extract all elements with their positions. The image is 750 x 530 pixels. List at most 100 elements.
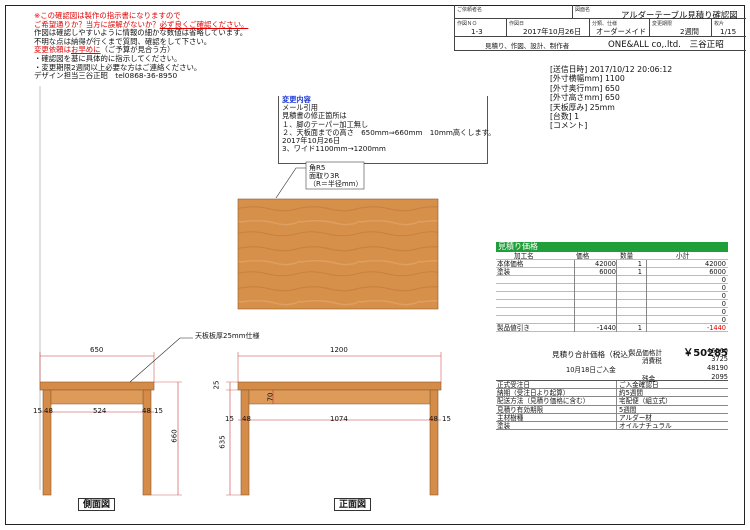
- condition-row: 塗装オイルナチュラル: [496, 422, 728, 431]
- cell-qty: [616, 308, 642, 316]
- instruction-notes: ※この確認図は製作の指示書になりますので ご希望通りか？当方に誤解がないか？必ず…: [34, 11, 279, 81]
- customer-cell: ご依頼者名: [455, 5, 573, 19]
- cell-qty: 1: [637, 268, 642, 276]
- condition-row: 配送方法（見積り価格に含む）宅配便（組立式）: [496, 397, 728, 406]
- cell-price: 42000: [595, 260, 616, 268]
- cell-qty: 1: [637, 260, 642, 268]
- tax-label: 消費税: [642, 357, 662, 365]
- cell-subtotal: 0: [721, 300, 726, 308]
- order-line: [天板厚み] 25mm: [550, 102, 615, 112]
- condition-row: 正式受注日ご入金確認日: [496, 381, 728, 390]
- cell-item: 製品値引き: [497, 324, 530, 332]
- cell-subtotal: 6000: [709, 268, 726, 276]
- order-line: [送信日時] 2017/10/12 20:06:12: [550, 65, 673, 74]
- balance-value: 2095: [711, 373, 728, 381]
- cell-price: [574, 316, 616, 324]
- table-row: 0: [496, 276, 728, 284]
- cell-item: [497, 308, 572, 316]
- side-top-plate: [39, 381, 155, 391]
- note-line: ※この確認図は製作の指示書になりますので: [34, 11, 181, 20]
- change-header: 変更内容: [282, 95, 311, 104]
- side-view-label: 側面図: [78, 498, 116, 511]
- order-conditions: 正式受注日ご入金確認日 納期（受注日より起算）約5週間 配送方法（見積り価格に含…: [496, 380, 728, 431]
- front-apron: [248, 389, 431, 405]
- front-view-label: 正面図: [334, 498, 372, 511]
- cell-price: [574, 284, 616, 292]
- cell-subtotal: 0: [721, 292, 726, 300]
- cell-price: [574, 300, 616, 308]
- condition-row: 主材樹種アルダー材: [496, 413, 728, 422]
- cell-price: [574, 276, 616, 284]
- deadline-cell: 変更期限 2週間: [650, 19, 712, 37]
- change-line: 3、ワイド1100mm→1200mm: [282, 144, 386, 154]
- cell-price: [574, 308, 616, 316]
- dim-front-offset-left: 15: [225, 415, 234, 423]
- table-row: 0: [496, 308, 728, 316]
- dim-side-inner: 524: [93, 407, 107, 415]
- cell-price: 6000: [599, 268, 616, 276]
- balance-label: 残金: [642, 375, 656, 383]
- top-callout-leader: [275, 167, 306, 199]
- table-row: 0: [496, 300, 728, 308]
- cell-item: [497, 284, 572, 292]
- side-apron: [50, 389, 144, 405]
- cell-qty: [616, 276, 642, 284]
- cell-qty: [616, 292, 642, 300]
- dim-front-offset-right: 15: [442, 415, 451, 423]
- order-line: [台数] 1: [550, 112, 580, 122]
- dim-front-width: 1200: [330, 346, 348, 354]
- cell-qty: [616, 316, 642, 324]
- dim-side-offset-left: 15: [33, 407, 42, 415]
- front-leg-right: [429, 389, 439, 496]
- dim-side-height: 660: [170, 429, 179, 443]
- cell-subtotal: 0: [721, 284, 726, 292]
- dim-side-leg-left: 48: [44, 407, 53, 415]
- grand-total-label: 見積り合計価格（税込）: [552, 350, 636, 359]
- cell-subtotal: 0: [721, 316, 726, 324]
- condition-row: 納期（受注日より起算）約5週間: [496, 389, 728, 398]
- cell-qty: [616, 300, 642, 308]
- side-callout-leader: [129, 337, 193, 383]
- deposit-label: 10月18日ご入金: [566, 366, 616, 374]
- side-callout-text: 天板板厚25mm仕様: [195, 332, 260, 340]
- side-view: [39, 337, 193, 496]
- drawno-cell: 作図ＮＯ 1-3: [455, 19, 507, 37]
- table-row: 0: [496, 316, 728, 324]
- front-leg-left: [240, 389, 250, 496]
- change-line: 見積書の修正箇所は: [282, 111, 347, 121]
- title-block: ご依頼者名 図面名 アルダーテーブル見積り確認図 作図ＮＯ 1-3 作図日 20…: [454, 5, 746, 51]
- front-top-plate: [237, 381, 442, 391]
- cell-item: [497, 292, 572, 300]
- table-row: 0: [496, 292, 728, 300]
- dim-side-depth: 650: [90, 346, 104, 354]
- note-line: デザイン担当三谷正昭 tel0868-36-8950: [34, 71, 178, 81]
- dim-side-leg-right: 48: [142, 407, 151, 415]
- cell-subtotal: 0: [721, 276, 726, 284]
- order-info: [送信日時] 2017/10/12 20:06:12 [外寸横幅mm] 1100…: [550, 65, 672, 131]
- order-line: [外寸高さmm] 650: [550, 93, 620, 103]
- tax-value: 3725: [711, 355, 728, 363]
- dim-front-top-thick: 25: [212, 380, 221, 390]
- order-line: [コメント]: [550, 121, 588, 131]
- top-view-board: [237, 198, 439, 310]
- drawing-name-cell: 図面名 アルダーテーブル見積り確認図: [573, 5, 746, 20]
- note-line: ・変更期限2週間以上必要な方はご連絡ください。: [34, 62, 202, 72]
- note-line: 変更依頼はお早めに（ご予算が見合う方）: [34, 45, 175, 55]
- cell-qty: 1: [637, 324, 642, 332]
- table-row: 0: [496, 284, 728, 292]
- dim-front-leg-right: 48: [429, 415, 438, 423]
- note-line: 作図は確認しやすいように情報の細かな数値は省略しています。: [34, 28, 248, 38]
- table-header: 加工名 価格 数量 小計: [496, 252, 728, 260]
- change-line: ２、天板面までの高さ 650mm⇒660mm 10mm高くします。: [282, 127, 496, 137]
- top-callout-text: 角R5 面取り3R （R＝半径mm）: [309, 164, 363, 188]
- change-notes: 変更内容 メール引用 見積書の修正箇所は １、脚のテーパー加工無し ２、天板面ま…: [278, 95, 496, 164]
- order-line: [外寸奥行mm] 650: [550, 83, 620, 93]
- dim-front-leg-height: 635: [218, 435, 227, 449]
- side-leg-left: [42, 389, 52, 496]
- drawing-frame: [5, 5, 745, 525]
